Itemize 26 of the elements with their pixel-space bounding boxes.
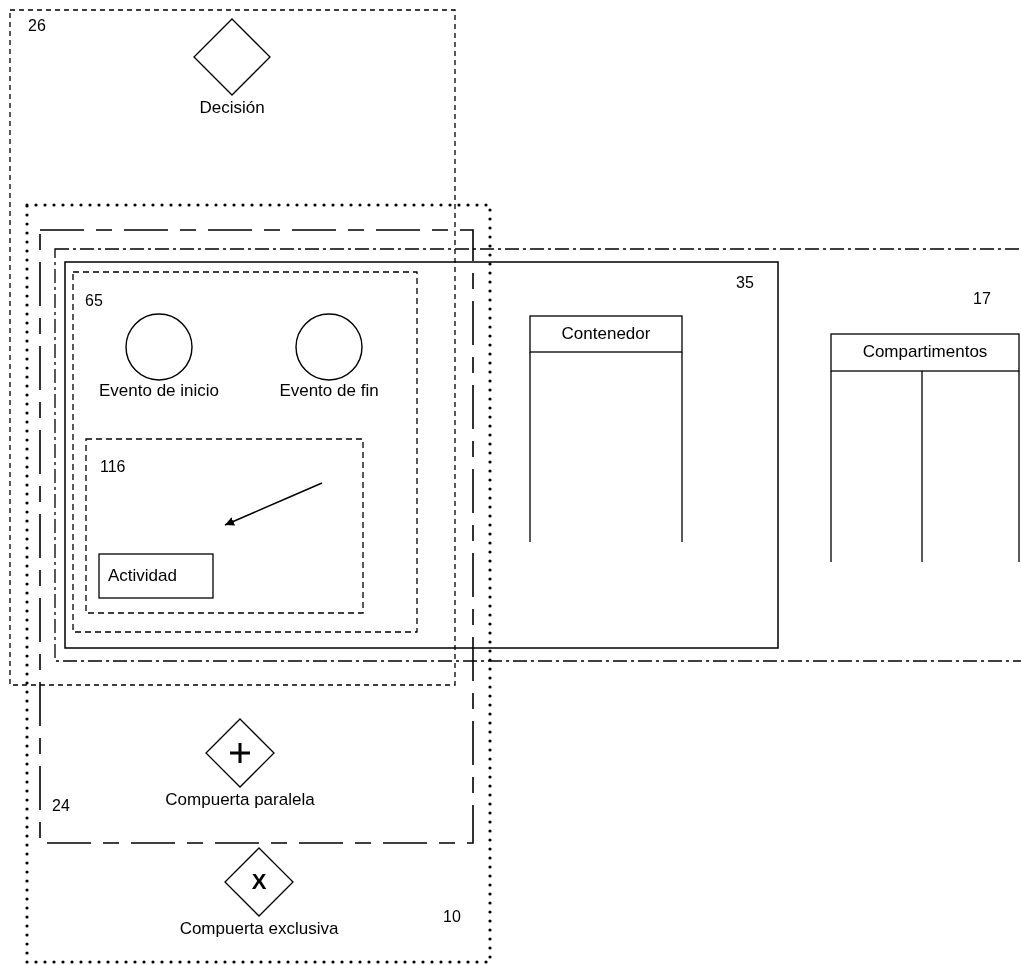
group-number: 10: [443, 907, 461, 927]
dashed-frame: [86, 439, 363, 613]
activity-box: [99, 554, 213, 598]
gateway-marker: X: [251, 870, 267, 894]
gateway-label: Compuerta paralela: [165, 790, 315, 810]
dotted-frame: [27, 205, 490, 962]
event-label: Evento de fin: [279, 381, 379, 401]
group-number: 24: [52, 796, 70, 816]
gateway-label: Compuerta exclusiva: [179, 919, 339, 939]
dashed-frame: [10, 10, 455, 685]
header-label: Compartimentos: [862, 342, 988, 362]
activity-label: Actividad: [108, 566, 177, 586]
group-number: 65: [85, 291, 103, 311]
header-label: Contenedor: [561, 324, 651, 344]
gateway-label: Decisión: [199, 98, 265, 118]
long-dashed-frame: [40, 230, 473, 843]
group-number: 116: [100, 457, 126, 477]
container-shape: [530, 316, 682, 542]
dash-dot-frame: [55, 249, 1021, 661]
event-label: Evento de inicio: [99, 381, 219, 401]
solid-frame: [65, 262, 778, 648]
group-number: 35: [736, 273, 754, 293]
dashed-frame: [73, 272, 417, 632]
group-number: 26: [28, 16, 46, 36]
compartments-shape: [831, 334, 1019, 562]
group-number: 17: [973, 289, 991, 309]
